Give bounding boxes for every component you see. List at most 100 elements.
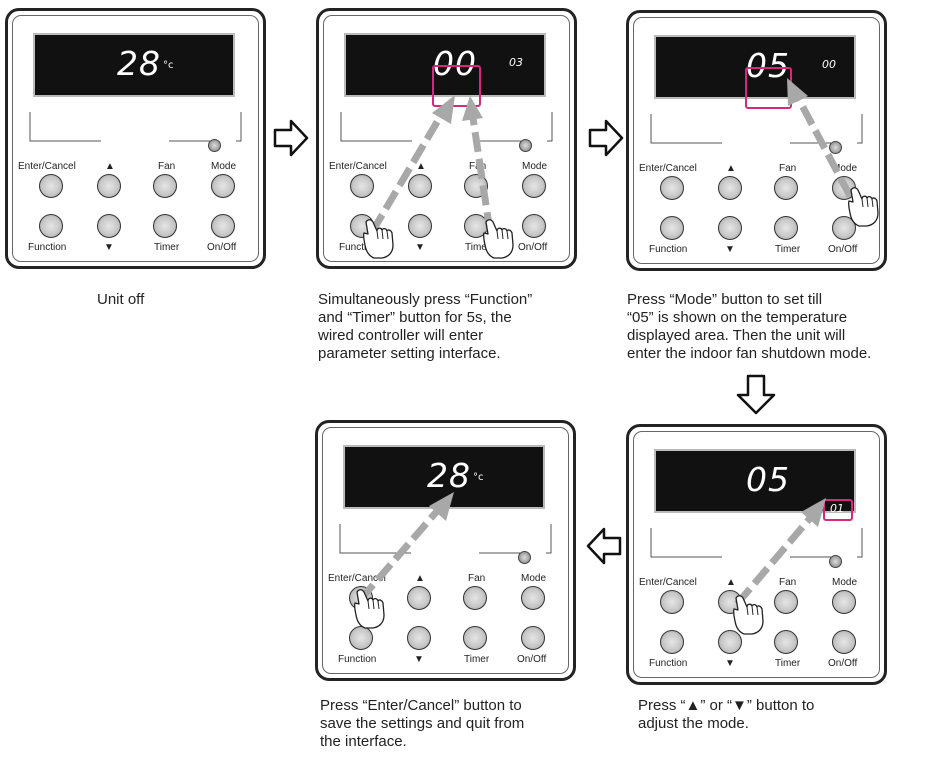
label-timer: Timer	[775, 658, 801, 669]
down-button[interactable]	[408, 214, 432, 238]
display-temperature: 28	[427, 456, 471, 495]
label-fan: Fan	[779, 577, 797, 588]
sensor-knob	[829, 555, 842, 568]
sensor-knob	[208, 139, 221, 152]
timer-button[interactable]	[774, 630, 798, 654]
label-function: Function	[339, 242, 378, 253]
down-button[interactable]	[407, 626, 431, 650]
down-button[interactable]	[718, 630, 742, 654]
label-enter-cancel: Enter/Cancel	[639, 577, 697, 588]
sensor-knob	[518, 551, 531, 564]
caption-line: enter the indoor fan shutdown mode.	[627, 345, 872, 362]
label-down: ▼	[415, 242, 425, 253]
flow-arrow-left	[586, 527, 622, 565]
label-mode: Mode	[832, 577, 858, 588]
controller-panel-step2: 00 03 Enter/Cancel ▲ Fan Mode Function ▼…	[316, 8, 577, 269]
caption-line: the interface.	[320, 733, 407, 750]
controller-panel-step3: 05 00 Enter/Cancel ▲ Fan Mode Function ▼…	[626, 10, 887, 271]
caption-line: wired controller will enter	[318, 327, 484, 344]
label-up: ▲	[416, 161, 426, 172]
function-button[interactable]	[39, 214, 63, 238]
mode-button[interactable]	[211, 174, 235, 198]
hand-pointer-icon	[353, 589, 385, 629]
enter-cancel-button[interactable]	[660, 176, 684, 200]
hand-pointer-icon	[732, 595, 764, 635]
label-on-off: On/Off	[828, 244, 858, 255]
fan-button[interactable]	[153, 174, 177, 198]
label-down: ▼	[725, 658, 735, 669]
press-arrow-function	[368, 110, 447, 234]
on-off-button[interactable]	[211, 214, 235, 238]
press-arrow-mode	[793, 94, 854, 198]
display-parameter-value: 01	[830, 502, 844, 515]
caption-step4: Press “▲” or “▼” button to adjust the mo…	[638, 697, 814, 733]
down-button[interactable]	[718, 216, 742, 240]
label-timer: Timer	[464, 654, 490, 665]
label-enter-cancel: Enter/Cancel	[639, 163, 697, 174]
label-timer: Timer	[775, 244, 801, 255]
on-off-button[interactable]	[522, 214, 546, 238]
caption-line: Press “▲” or “▼” button to	[638, 697, 815, 714]
on-off-button[interactable]	[832, 630, 856, 654]
press-arrow-enter	[357, 507, 441, 603]
caption-line: save the settings and quit from	[320, 715, 525, 732]
fan-button[interactable]	[774, 176, 798, 200]
label-up: ▲	[105, 161, 115, 172]
label-function: Function	[28, 242, 67, 253]
label-enter-cancel: Enter/Cancel	[329, 161, 387, 172]
mode-button[interactable]	[521, 586, 545, 610]
enter-cancel-button[interactable]	[350, 174, 374, 198]
enter-cancel-button[interactable]	[39, 174, 63, 198]
label-mode: Mode	[522, 161, 548, 172]
flow-arrow-right-1	[273, 119, 309, 157]
label-on-off: On/Off	[517, 654, 547, 665]
display-parameter-value: 00	[822, 58, 836, 71]
timer-button[interactable]	[463, 626, 487, 650]
display-parameter-code: 00	[433, 44, 477, 83]
label-down: ▼	[414, 654, 424, 665]
label-enter-cancel: Enter/Cancel	[18, 161, 76, 172]
sensor-knob	[829, 141, 842, 154]
caption-line: adjust the mode.	[638, 715, 749, 732]
press-arrow-function-head	[432, 95, 455, 124]
timer-button[interactable]	[774, 216, 798, 240]
timer-button[interactable]	[153, 214, 177, 238]
caption-line: Press “Mode” button to set till	[627, 291, 823, 308]
function-button[interactable]	[349, 626, 373, 650]
label-fan: Fan	[779, 163, 797, 174]
down-button[interactable]	[97, 214, 121, 238]
label-mode: Mode	[211, 161, 237, 172]
sensor-knob	[519, 139, 532, 152]
label-fan: Fan	[468, 573, 486, 584]
function-button[interactable]	[660, 630, 684, 654]
enter-cancel-button[interactable]	[660, 590, 684, 614]
up-button[interactable]	[718, 176, 742, 200]
up-button[interactable]	[97, 174, 121, 198]
label-mode: Mode	[521, 573, 547, 584]
display-parameter-code: 05	[746, 46, 790, 85]
fan-button[interactable]	[774, 590, 798, 614]
label-fan: Fan	[158, 161, 176, 172]
fan-button[interactable]	[463, 586, 487, 610]
press-arrow-enter-head	[429, 492, 454, 521]
mode-button[interactable]	[522, 174, 546, 198]
up-button[interactable]	[407, 586, 431, 610]
press-arrow-up	[734, 514, 814, 607]
caption-step5: Press “Enter/Cancel” button to save the …	[320, 697, 524, 751]
press-arrow-up-head	[801, 498, 826, 527]
label-on-off: On/Off	[828, 658, 858, 669]
up-button[interactable]	[408, 174, 432, 198]
lcd-display: 05	[654, 449, 856, 513]
caption-line: Press “Enter/Cancel” button to	[320, 697, 522, 714]
caption-step2: Simultaneously press “Function” and “Tim…	[318, 291, 532, 363]
panel-dividers	[29, 112, 863, 558]
display-parameter-value: 03	[509, 56, 523, 69]
label-function: Function	[649, 658, 688, 669]
on-off-button[interactable]	[521, 626, 545, 650]
label-enter-cancel: Enter/Cancel	[328, 573, 386, 584]
function-button[interactable]	[660, 216, 684, 240]
display-parameter-code: 05	[746, 460, 790, 499]
label-timer: Timer	[154, 242, 180, 253]
mode-button[interactable]	[832, 590, 856, 614]
